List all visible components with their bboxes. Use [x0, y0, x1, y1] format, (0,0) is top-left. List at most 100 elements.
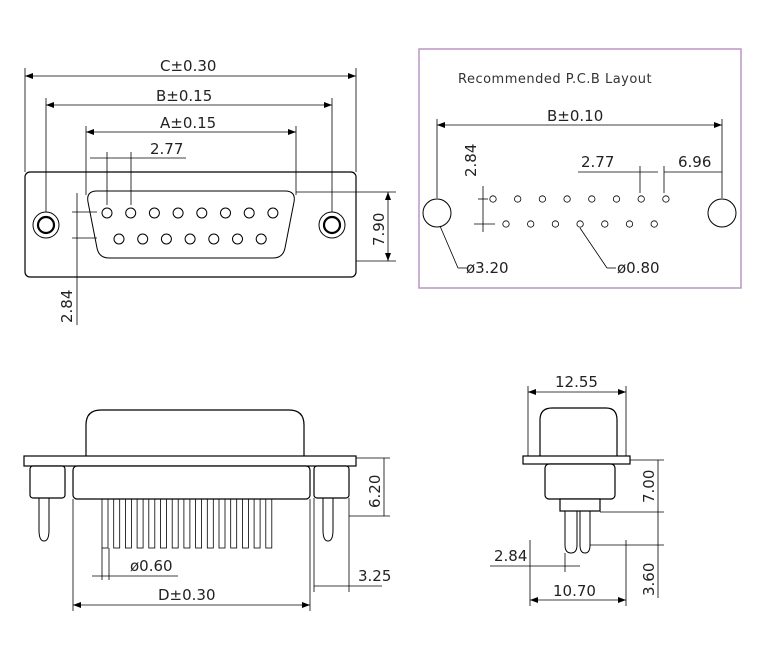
pcb-pin-hole — [601, 220, 609, 228]
dim-b-arrow-right — [324, 102, 332, 108]
top-pin — [196, 207, 208, 219]
pcb-mount-hole-right — [707, 198, 737, 228]
pcb-mount-leader — [439, 225, 459, 269]
front-pin — [253, 498, 261, 549]
pcb-pin-hole — [588, 195, 596, 203]
front-right-boardlock — [322, 498, 334, 542]
d-sub-shell — [87, 190, 295, 259]
top-pin — [125, 207, 137, 219]
side-base-width-arrow-left — [530, 597, 538, 603]
pcb-pin-hole — [662, 195, 670, 203]
front-view-flange — [23, 455, 357, 467]
side-view: 12.55 7.00 3.60 2.84 10.70 — [490, 373, 664, 606]
front-left-bracket — [29, 465, 66, 499]
front-height-label: 6.20 — [366, 475, 384, 508]
pcb-dim-b-arrow-left — [437, 122, 445, 128]
top-pin — [148, 207, 160, 219]
front-right-bracket — [313, 465, 350, 499]
pcb-layout-frame — [418, 48, 742, 289]
height-label: 7.90 — [370, 213, 388, 246]
side-height-top-label: 7.00 — [640, 470, 658, 503]
height-arrow-top — [385, 192, 391, 200]
top-pin — [208, 233, 220, 245]
front-pin-dia-label: ø0.60 — [130, 557, 173, 575]
front-pin — [183, 498, 191, 549]
pcb-dim-b-label: B±0.10 — [547, 107, 603, 125]
front-pin — [148, 498, 156, 549]
pcb-dim-b-arrow-right — [714, 122, 722, 128]
side-width-label: 12.55 — [555, 373, 598, 391]
front-pin — [218, 498, 226, 549]
front-pin — [136, 498, 144, 549]
top-pin — [160, 233, 172, 245]
top-pin — [184, 233, 196, 245]
pcb-pin-hole — [514, 195, 522, 203]
top-pin — [243, 207, 255, 219]
pcb-pin-hole — [625, 220, 634, 228]
front-pin — [241, 498, 249, 549]
pcb-pin-hole-label: ø0.80 — [617, 259, 660, 277]
dim-c-label: C±0.30 — [160, 57, 216, 75]
side-view-boardlock — [564, 511, 578, 554]
top-pin — [232, 233, 243, 245]
side-view-pin — [579, 511, 591, 554]
front-view-insulator — [72, 465, 311, 500]
side-height-bottom-label: 3.60 — [640, 563, 658, 596]
side-view-body — [544, 463, 616, 500]
dim-a-arrow-right — [288, 129, 296, 135]
side-view-base — [559, 498, 601, 512]
front-dim-d-label: D±0.30 — [158, 586, 216, 604]
right-mount-hole-inner — [322, 215, 342, 235]
front-dim-d-arrow-left — [73, 602, 81, 608]
pcb-pin-hole — [502, 220, 510, 228]
top-view: C±0.30 B±0.15 A±0.15 2.77 7.90 2.84 — [24, 57, 396, 325]
pcb-pin-hole — [650, 220, 658, 228]
front-pin — [113, 498, 121, 549]
pcb-offset-label: 6.96 — [678, 153, 711, 171]
front-pin — [265, 498, 273, 549]
side-base-width-label: 10.70 — [553, 582, 596, 600]
row-pitch-label: 2.84 — [58, 290, 76, 323]
front-view-pins — [101, 498, 273, 549]
pcb-layout-panel: Recommended P.C.B Layout B±0.10 2.84 2.7… — [418, 48, 742, 289]
front-pin — [195, 498, 203, 549]
top-pin — [267, 207, 279, 219]
pcb-mount-hole-label: ø3.20 — [466, 259, 509, 277]
front-pin — [160, 498, 167, 549]
top-pin — [113, 233, 125, 245]
top-pin — [172, 207, 184, 219]
dim-a-label: A±0.15 — [160, 114, 216, 132]
front-pin — [206, 498, 214, 549]
front-pin — [230, 498, 238, 549]
pcb-pitch-label: 2.77 — [581, 153, 614, 171]
pcb-pin-hole — [612, 195, 621, 203]
front-view-shell — [85, 409, 305, 460]
top-view-flange — [24, 171, 357, 278]
left-mount-hole-inner — [36, 215, 56, 235]
side-view-flange — [522, 455, 631, 465]
pcb-pin-hole — [563, 195, 571, 203]
pcb-pin-hole — [538, 195, 547, 203]
side-base-width-arrow-right — [618, 597, 626, 603]
pcb-pin-hole — [527, 220, 535, 228]
side-pin-offset-label: 2.84 — [494, 547, 527, 565]
front-dim-d-arrow-right — [302, 602, 310, 608]
side-width-arrow-right — [618, 389, 626, 395]
dim-b-arrow-left — [46, 102, 54, 108]
front-view: 6.20 ø0.60 3.25 D±0.30 — [23, 409, 391, 611]
dim-c-arrow-left — [25, 73, 33, 79]
pcb-pin-hole — [551, 220, 560, 228]
top-pin — [137, 233, 149, 245]
pcb-pin-hole — [637, 195, 645, 203]
pcb-mount-hole-left — [422, 198, 452, 228]
pcb-pin-leader — [579, 227, 608, 269]
pcb-pin-holes — [489, 195, 670, 228]
front-leg-offset-label: 3.25 — [358, 567, 391, 585]
pcb-row-pitch-label: 2.84 — [462, 144, 480, 177]
pcb-pin-hole — [489, 195, 497, 203]
dim-a-arrow-left — [86, 129, 94, 135]
front-pin — [101, 498, 109, 549]
top-pin — [220, 207, 231, 219]
front-pin — [171, 498, 179, 549]
